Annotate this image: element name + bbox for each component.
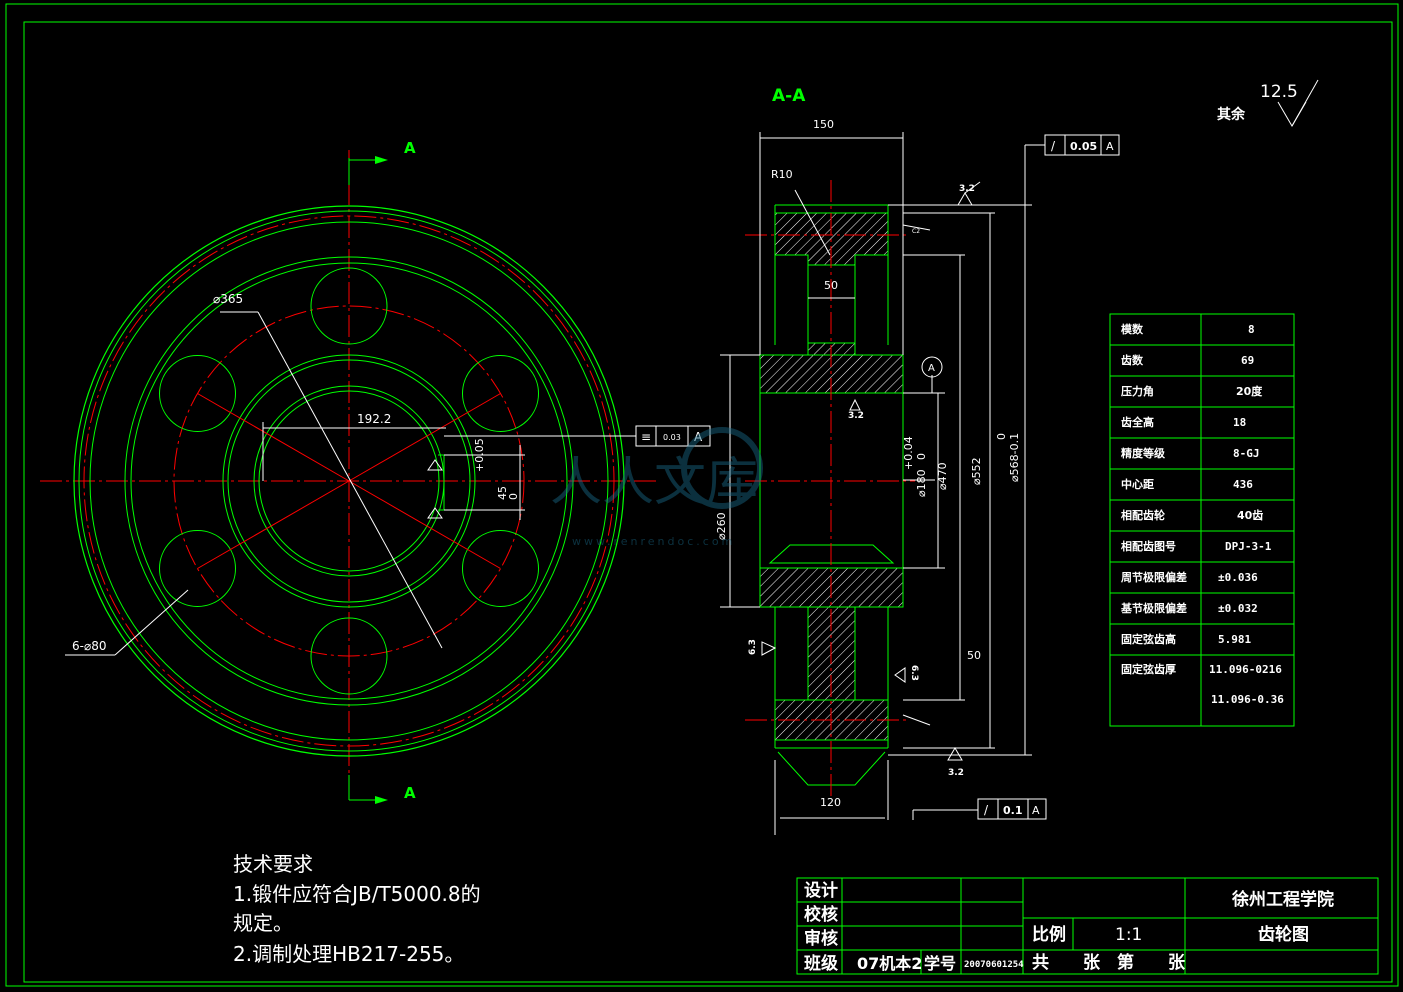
svg-text:6.3: 6.3	[909, 665, 919, 681]
svg-text:11.096-0.36: 11.096-0.36	[1211, 693, 1284, 706]
tolerance-frame-symmetry	[635, 425, 711, 447]
dim-r10: R10	[771, 168, 793, 181]
svg-text:≡: ≡	[641, 430, 651, 444]
outer-border	[5, 3, 1399, 987]
svg-text:8-GJ: 8-GJ	[1233, 447, 1260, 460]
svg-text:精度等级: 精度等级	[1121, 446, 1166, 460]
params-labels: 模数 齿数 压力角 齿全高 精度等级 中心距 相配齿轮 相配齿图号 周节极限偏差…	[1120, 322, 1187, 676]
svg-text:固定弦齿厚: 固定弦齿厚	[1121, 662, 1176, 676]
notes-line3: 2.调制处理HB217-255。	[233, 942, 464, 966]
svg-text:设计: 设计	[804, 880, 838, 901]
svg-text:校核: 校核	[804, 904, 838, 925]
svg-text:www.renrendoc.com: www.renrendoc.com	[572, 535, 735, 548]
section-view	[720, 132, 1045, 835]
title-block	[796, 877, 1379, 975]
dim-d180-tol-up: +0.04	[902, 436, 915, 470]
svg-text:固定弦齿高: 固定弦齿高	[1121, 632, 1176, 646]
svg-text:6.3: 6.3	[748, 639, 758, 655]
svg-text:A: A	[694, 430, 703, 444]
dim-d552: ⌀552	[970, 457, 983, 485]
dim-192: 192.2	[357, 412, 391, 426]
svg-text:共 张 第 张: 共 张 第 张	[1032, 952, 1186, 973]
svg-text:20度: 20度	[1236, 384, 1263, 398]
svg-text:人人文库: 人人文库	[550, 453, 758, 513]
dim-key-upper: +0.05	[473, 438, 486, 472]
school-name: 徐州工程学院	[1231, 889, 1334, 910]
svg-text:学号: 学号	[924, 954, 956, 973]
svg-text:20070601254: 20070601254	[964, 960, 1024, 970]
svg-text:班级: 班级	[804, 953, 838, 974]
svg-text:C2: C2	[912, 228, 920, 235]
front-view	[40, 150, 660, 804]
dim-d180: ⌀180	[915, 469, 928, 497]
dim-150: 150	[813, 118, 834, 131]
svg-text:齿全高: 齿全高	[1121, 415, 1154, 429]
svg-text:A: A	[1106, 140, 1114, 153]
svg-text:8: 8	[1248, 323, 1255, 336]
roughness-rest: 其余	[1217, 106, 1246, 123]
svg-text:5.981: 5.981	[1218, 633, 1251, 646]
svg-text:相配齿图号: 相配齿图号	[1121, 539, 1176, 553]
svg-text:模数: 模数	[1121, 322, 1144, 336]
svg-text:3.2: 3.2	[948, 768, 964, 778]
notes-title: 技术要求	[233, 852, 313, 876]
watermark: 人人文库 www.renrendoc.com	[550, 427, 763, 548]
svg-text:3.2: 3.2	[848, 411, 864, 421]
svg-text:压力角: 压力角	[1121, 384, 1154, 398]
svg-text:±0.032: ±0.032	[1218, 602, 1258, 615]
section-label: A-A	[772, 86, 806, 106]
roughness-value: 12.5	[1260, 82, 1298, 102]
svg-text:A: A	[1032, 804, 1040, 817]
dim-d568-tol: 0	[995, 433, 1008, 440]
svg-text:0.1: 0.1	[1003, 804, 1023, 817]
svg-text:3.2: 3.2	[959, 184, 975, 194]
svg-text:18: 18	[1233, 416, 1246, 429]
svg-text:±0.036: ±0.036	[1218, 571, 1258, 584]
svg-text:比例: 比例	[1032, 924, 1066, 945]
svg-text:0.05: 0.05	[1070, 140, 1097, 153]
dim-120: 120	[820, 796, 841, 809]
svg-text:/: /	[1051, 139, 1056, 153]
dim-d260: ⌀260	[715, 512, 728, 540]
dim-50-bottom: 50	[967, 649, 981, 662]
svg-text:基节极限偏差: 基节极限偏差	[1120, 601, 1187, 615]
svg-text:齿数: 齿数	[1121, 353, 1144, 367]
tolerance-frame-top	[1044, 134, 1120, 156]
roughness-symbol	[1277, 79, 1319, 127]
svg-text:69: 69	[1241, 354, 1254, 367]
dim-d365: ⌀365	[213, 292, 243, 306]
dim-d470: ⌀470	[936, 462, 949, 490]
dim-d568: ⌀568-0.1	[1008, 433, 1021, 482]
tolerance-frame-bottom	[977, 798, 1047, 820]
svg-text:40齿: 40齿	[1237, 508, 1263, 522]
dim-key-nom: 45	[496, 486, 509, 500]
dim-key-lower: 0	[507, 493, 520, 500]
svg-text:07机本2: 07机本2	[857, 954, 922, 973]
drawing-name: 齿轮图	[1258, 924, 1309, 945]
notes-line1: 1.锻件应符合JB/T5000.8的	[233, 882, 481, 906]
svg-text:/: /	[984, 803, 989, 817]
datum-a: A	[928, 363, 935, 374]
svg-text:中心距: 中心距	[1121, 477, 1154, 491]
svg-text:周节极限偏差: 周节极限偏差	[1121, 570, 1187, 584]
cut-label-bottom: A	[404, 784, 416, 802]
svg-text:DPJ-3-1: DPJ-3-1	[1225, 540, 1272, 553]
svg-text:相配齿轮: 相配齿轮	[1121, 508, 1165, 522]
cut-label-top: A	[404, 139, 416, 157]
dim-50: 50	[824, 279, 838, 292]
dim-d180-tol-lo: 0	[915, 453, 928, 460]
dim-holes: 6-⌀80	[72, 639, 106, 653]
params-values: 8 69 20度 18 8-GJ 436 40齿 DPJ-3-1 ±0.036 …	[1209, 323, 1284, 706]
params-table	[1109, 313, 1295, 727]
svg-text:11.096-0216: 11.096-0216	[1209, 663, 1282, 676]
svg-text:审核: 审核	[804, 928, 838, 949]
svg-text:1:1: 1:1	[1115, 925, 1142, 945]
inner-border	[23, 21, 1393, 983]
svg-text:436: 436	[1233, 478, 1253, 491]
svg-text:0.03: 0.03	[663, 433, 681, 442]
notes-line2: 规定。	[233, 911, 293, 935]
